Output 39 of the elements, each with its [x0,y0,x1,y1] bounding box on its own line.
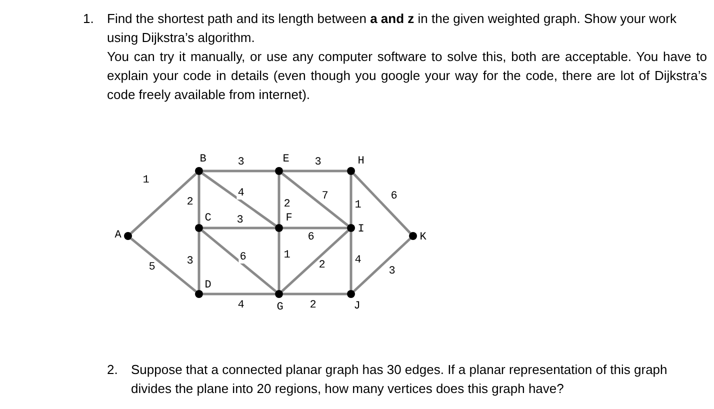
question-text: Find the shortest path and its length between a and z in the given weighted graph. Show your work using Dijkstra’s algorithm. [107,10,678,47]
graph-edge [198,232,200,290]
graph-edge [198,175,200,224]
vertex-label: E [282,154,290,166]
vertex-label: H [358,156,364,168]
question-text: You can try it manually, or use any computer software to solve this, both are acceptable. You have to explain your code in details (even though you google your way for the code, there are lot of Dijkstra’s code freely available from internet). [107,48,707,104]
edge-weight: 6 [238,252,248,264]
graph-edge [203,226,275,230]
question-number: 1. [83,10,94,28]
graph-edge [283,226,347,230]
vertex-label: C [204,214,212,224]
graph-edge [201,230,277,292]
graph-edge [350,175,352,224]
graph-edge [283,170,347,172]
question-number: 2. [107,361,118,379]
graph-edge [278,232,280,290]
graph-edge [202,172,276,227]
graph-edge [281,230,349,292]
vertex-label: F [286,214,292,224]
graph-edge [352,173,412,234]
edge-weight: 4 [236,188,246,200]
question-text: Suppose that a connected planar graph has 30 edges. If a planar representation of this graph divides the plane into 20 regions, how many vertices does this graph have? [131,361,668,398]
edge-weight: 7 [320,192,330,202]
vertex-label: G [276,302,284,314]
graph-edge [130,172,197,234]
vertex-label: K [420,232,426,244]
graph-edge [130,238,197,292]
graph-edge [278,175,280,224]
vertex-label: I [358,224,364,236]
graph-edge [353,238,411,292]
graph-edge [203,292,275,296]
vertex-label: A [114,230,122,242]
vertex-label: D [204,280,212,292]
graph-edge [350,232,352,290]
vertex-label: J [354,302,360,312]
vertex-label: B [200,154,206,166]
graph-edge [283,292,347,296]
graph-edge [203,170,275,172]
graph-edge [281,172,349,226]
